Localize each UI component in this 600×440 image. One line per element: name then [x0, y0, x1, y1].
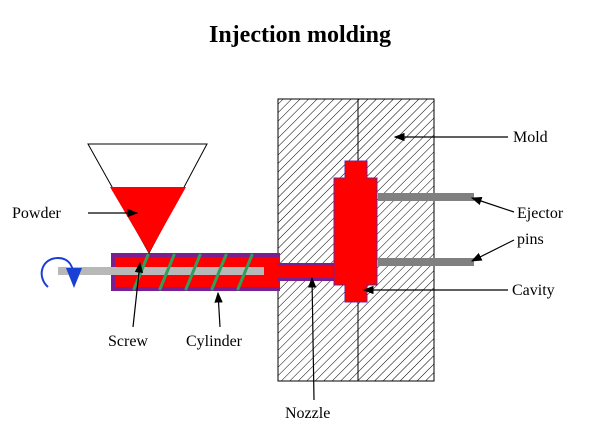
- label-cylinder: Cylinder: [186, 333, 243, 350]
- ejector-pin-bottom: [378, 258, 474, 266]
- cavity: [333, 160, 378, 303]
- screw-shaft: [58, 267, 264, 275]
- leader-ejector-bottom: [470, 239, 515, 262]
- label-nozzle: Nozzle: [285, 405, 330, 422]
- label-powder: Powder: [12, 205, 62, 222]
- leader-screw: [132, 261, 144, 328]
- label-ejector: Ejector: [517, 205, 564, 222]
- label-pins: pins: [517, 231, 544, 248]
- hopper: [87, 143, 208, 255]
- label-screw: Screw: [108, 333, 148, 350]
- ejector-pin-top: [378, 193, 474, 201]
- hopper-powder: [110, 187, 186, 253]
- nozzle-melt: [278, 266, 336, 278]
- leader-cylinder: [214, 291, 223, 328]
- label-cavity: Cavity: [512, 282, 555, 299]
- page-title: Injection molding: [209, 22, 391, 48]
- rotation-arrow-icon: [40, 256, 82, 288]
- leader-nozzle: [307, 276, 317, 401]
- leader-ejector-top: [470, 197, 515, 213]
- label-mold: Mold: [513, 129, 548, 146]
- leader-lines: [88, 132, 515, 401]
